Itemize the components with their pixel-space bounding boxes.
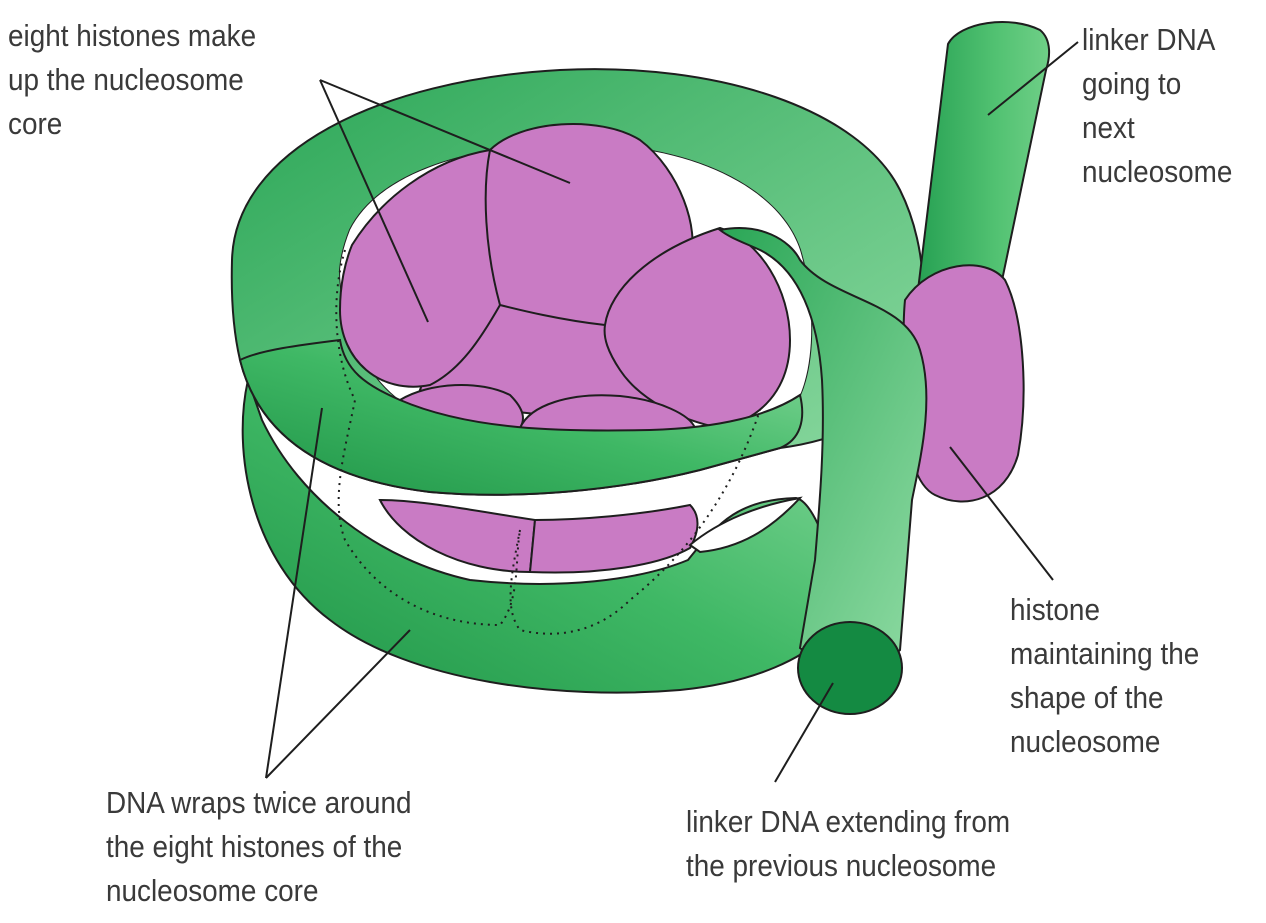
label-line: next [1082, 110, 1135, 145]
label-dna-wraps: DNA wraps twice around the eight histone… [106, 781, 411, 913]
label-line: linker DNA extending from [686, 804, 1011, 839]
leader-wraps-b [265, 629, 411, 779]
histone-core-left [338, 148, 502, 388]
label-line: core [8, 106, 63, 141]
leader-wraps-a [265, 407, 323, 779]
linker-dna-next [916, 21, 1051, 303]
label-eight-histones: eight histones make up the nucleosome co… [8, 14, 256, 146]
dna-upper-front-band [238, 338, 804, 496]
leader-maintaining [949, 446, 1054, 581]
leader-linker-prev [774, 682, 834, 783]
label-linker-dna-previous: linker DNA extending from the previous n… [686, 800, 1010, 888]
leader-lines [265, 41, 1079, 783]
label-line: DNA wraps twice around [106, 785, 412, 820]
leader-histones-b [319, 79, 571, 184]
label-line: nucleosome [1082, 154, 1233, 189]
label-line: maintaining the [1010, 636, 1200, 671]
label-line: the previous nucleosome [686, 848, 997, 883]
label-histone-maintaining: histone maintaining the shape of the nuc… [1010, 588, 1199, 764]
label-linker-dna-next: linker DNA going to next nucleosome [1082, 18, 1232, 194]
label-line: eight histones make [8, 18, 257, 53]
leader-linker-next [987, 41, 1079, 116]
linker-dna-end-cap [797, 621, 903, 715]
label-line: the eight histones of the [106, 829, 403, 864]
histone-lower-right [528, 503, 699, 574]
label-line: nucleosome core [106, 873, 319, 908]
histone-core-right [603, 226, 792, 430]
loop-gap [688, 496, 803, 554]
hidden-histone-outline [335, 249, 761, 635]
label-line: up the nucleosome [8, 62, 244, 97]
label-line: linker DNA [1082, 22, 1216, 57]
leader-histones-a [319, 79, 429, 323]
label-line: histone [1010, 592, 1100, 627]
label-line: shape of the [1010, 680, 1164, 715]
label-line: nucleosome [1010, 724, 1161, 759]
label-line: going to [1082, 66, 1182, 101]
